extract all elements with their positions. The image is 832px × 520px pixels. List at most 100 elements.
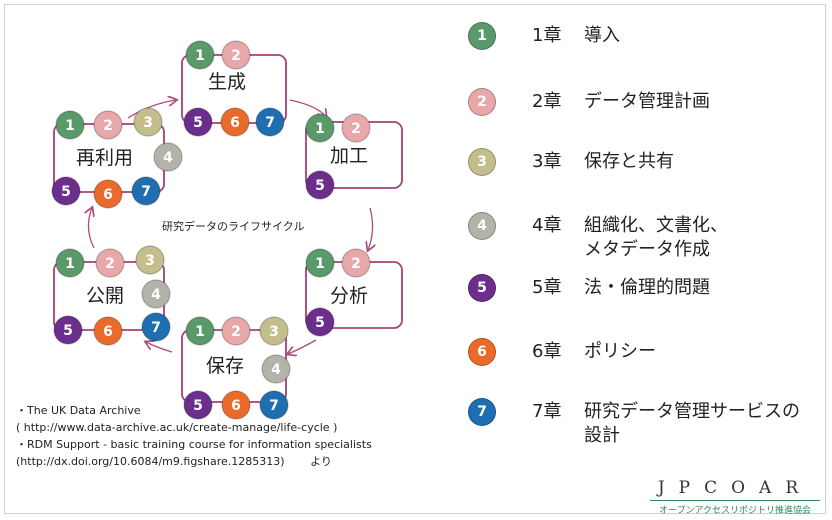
- chapter-badge-circle: [153, 142, 183, 172]
- chapter-badge-number: 1: [315, 121, 325, 137]
- legend-chapter: 1章: [532, 25, 562, 46]
- chapter-badge-1: 1: [185, 316, 215, 346]
- chapter-badge-3: 3: [135, 245, 165, 275]
- logo-name: JPCOAR: [657, 478, 813, 498]
- chapter-badge-number: 6: [230, 115, 240, 131]
- chapter-badge-number: 6: [231, 398, 241, 414]
- reference-line: ・The UK Data Archive: [16, 404, 141, 417]
- chapter-badge-4: 4: [141, 279, 171, 309]
- chapter-badge-number: 4: [271, 362, 281, 378]
- chapter-badge-circle: [95, 248, 125, 278]
- reference-line: ( http://www.data-archive.ac.uk/create-m…: [16, 421, 338, 434]
- chapter-badge-circle: [51, 176, 81, 206]
- chapter-badge-circle: [259, 316, 289, 346]
- chapter-badge-circle: [55, 248, 85, 278]
- legend-title: 導入: [584, 25, 620, 46]
- chapter-badge-6: 6: [93, 179, 123, 209]
- chapter-badge-circle: [133, 107, 163, 137]
- chapter-badge-2: 2: [95, 248, 125, 278]
- chapter-badge-number: 2: [351, 256, 361, 272]
- arrow-preserve-to-publish: [146, 342, 173, 353]
- legend-chapter: 3章: [532, 151, 562, 172]
- chapter-badge-1: 1: [185, 40, 215, 70]
- chapter-badge-6: 6: [221, 390, 251, 420]
- chapter-badge-number: 2: [105, 256, 115, 272]
- chapter-badge-1: 1: [55, 248, 85, 278]
- chapter-badge-number: 7: [269, 398, 279, 414]
- chapter-badge-circle: [221, 316, 251, 346]
- slide-frame: [4, 4, 826, 514]
- chapter-badge-number: 6: [103, 187, 113, 203]
- chapter-badge-number: 5: [61, 184, 71, 200]
- chapter-badge-circle: [220, 107, 250, 137]
- chapter-badge-number: 2: [351, 121, 361, 137]
- diagram-caption: 研究データのライフサイクル: [162, 219, 304, 233]
- legend-item-5: 5 5章 法・倫理的問題: [468, 274, 832, 302]
- legend-title: 法・倫理的問題: [584, 277, 710, 298]
- chapter-badge-circle: [183, 390, 213, 420]
- chapter-badge-4: 4: [261, 354, 291, 384]
- chapter-badge-circle: [93, 110, 123, 140]
- chapter-badge-number: 4: [151, 287, 161, 303]
- logo-divider: [650, 500, 820, 501]
- chapter-badge-7: 7: [131, 176, 161, 206]
- chapter-badge-3: 3: [259, 316, 289, 346]
- chapter-badge-number: 7: [151, 320, 161, 336]
- reference-line: ・RDM Support - basic training course for…: [16, 438, 372, 451]
- chapter-badge-circle: [185, 316, 215, 346]
- reference-line: (http://dx.doi.org/10.6084/m9.figshare.1…: [16, 455, 332, 468]
- stage-label-reuse: 再利用: [76, 147, 133, 169]
- legend-chapter: 7章: [532, 401, 562, 422]
- chapter-badge-5: 5: [305, 170, 335, 200]
- chapter-badge-circle: [221, 40, 251, 70]
- arrow-publish-to-reuse: [88, 208, 94, 249]
- legend-title: 保存と共有: [584, 151, 674, 172]
- legend-item-1: 1 1章 導入: [468, 22, 832, 50]
- chapter-badge-5: 5: [53, 315, 83, 345]
- legend-item-4: 4 4章 組織化、文書化、メタデータ作成: [468, 212, 744, 262]
- chapter-badge-number: 1: [65, 256, 75, 272]
- chapter-badge-1: 1: [55, 110, 85, 140]
- chapter-badge-circle: [261, 354, 291, 384]
- chapter-badge-circle: [141, 312, 171, 342]
- circle-3-icon: 3: [468, 148, 496, 176]
- legend-item-2: 2 2章 データ管理計画: [468, 88, 832, 116]
- chapter-badge-number: 3: [269, 324, 279, 340]
- chapter-badge-1: 1: [305, 113, 335, 143]
- chapter-badge-circle: [131, 176, 161, 206]
- logo-subtitle: オープンアクセスリポジトリ推進協会: [658, 506, 811, 516]
- chapter-badge-2: 2: [341, 113, 371, 143]
- stage-label-process: 加工: [330, 145, 368, 167]
- chapter-badge-circle: [305, 113, 335, 143]
- chapter-badge-number: 1: [315, 256, 325, 272]
- circle-5-icon: 5: [468, 274, 496, 302]
- chapter-badge-number: 2: [231, 48, 241, 64]
- chapter-badge-circle: [55, 110, 85, 140]
- chapter-badge-number: 5: [63, 323, 73, 339]
- chapter-badge-3: 3: [133, 107, 163, 137]
- legend-chapter: 4章: [532, 215, 562, 236]
- chapter-badge-5: 5: [183, 107, 213, 137]
- chapter-badge-circle: [221, 390, 251, 420]
- stage-label-preserve: 保存: [206, 355, 244, 377]
- chapter-badge-1: 1: [305, 248, 335, 278]
- chapter-badge-number: 4: [163, 150, 173, 166]
- chapter-badge-circle: [341, 113, 371, 143]
- circle-7-icon: 7: [468, 398, 496, 426]
- stage-label-publish: 公開: [86, 285, 124, 307]
- jpcoar-logo: JPCOAR オープンアクセスリポジトリ推進協会: [640, 478, 830, 516]
- chapter-badge-circle: [183, 107, 213, 137]
- chapter-badge-number: 6: [103, 324, 113, 340]
- legend-item-6: 6 6章 ポリシー: [468, 338, 832, 366]
- stage-label-analyze: 分析: [330, 285, 368, 307]
- chapter-badge-circle: [341, 248, 371, 278]
- chapter-badge-circle: [305, 248, 335, 278]
- chapter-badge-7: 7: [259, 390, 289, 420]
- legend-title: ポリシー: [584, 341, 656, 362]
- chapter-badge-number: 5: [193, 398, 203, 414]
- chapter-badge-number: 1: [195, 324, 205, 340]
- references: ・The UK Data Archive ( http://www.data-a…: [16, 402, 456, 470]
- chapter-badge-circle: [305, 170, 335, 200]
- chapter-badge-2: 2: [93, 110, 123, 140]
- circle-1-icon: 1: [468, 22, 496, 50]
